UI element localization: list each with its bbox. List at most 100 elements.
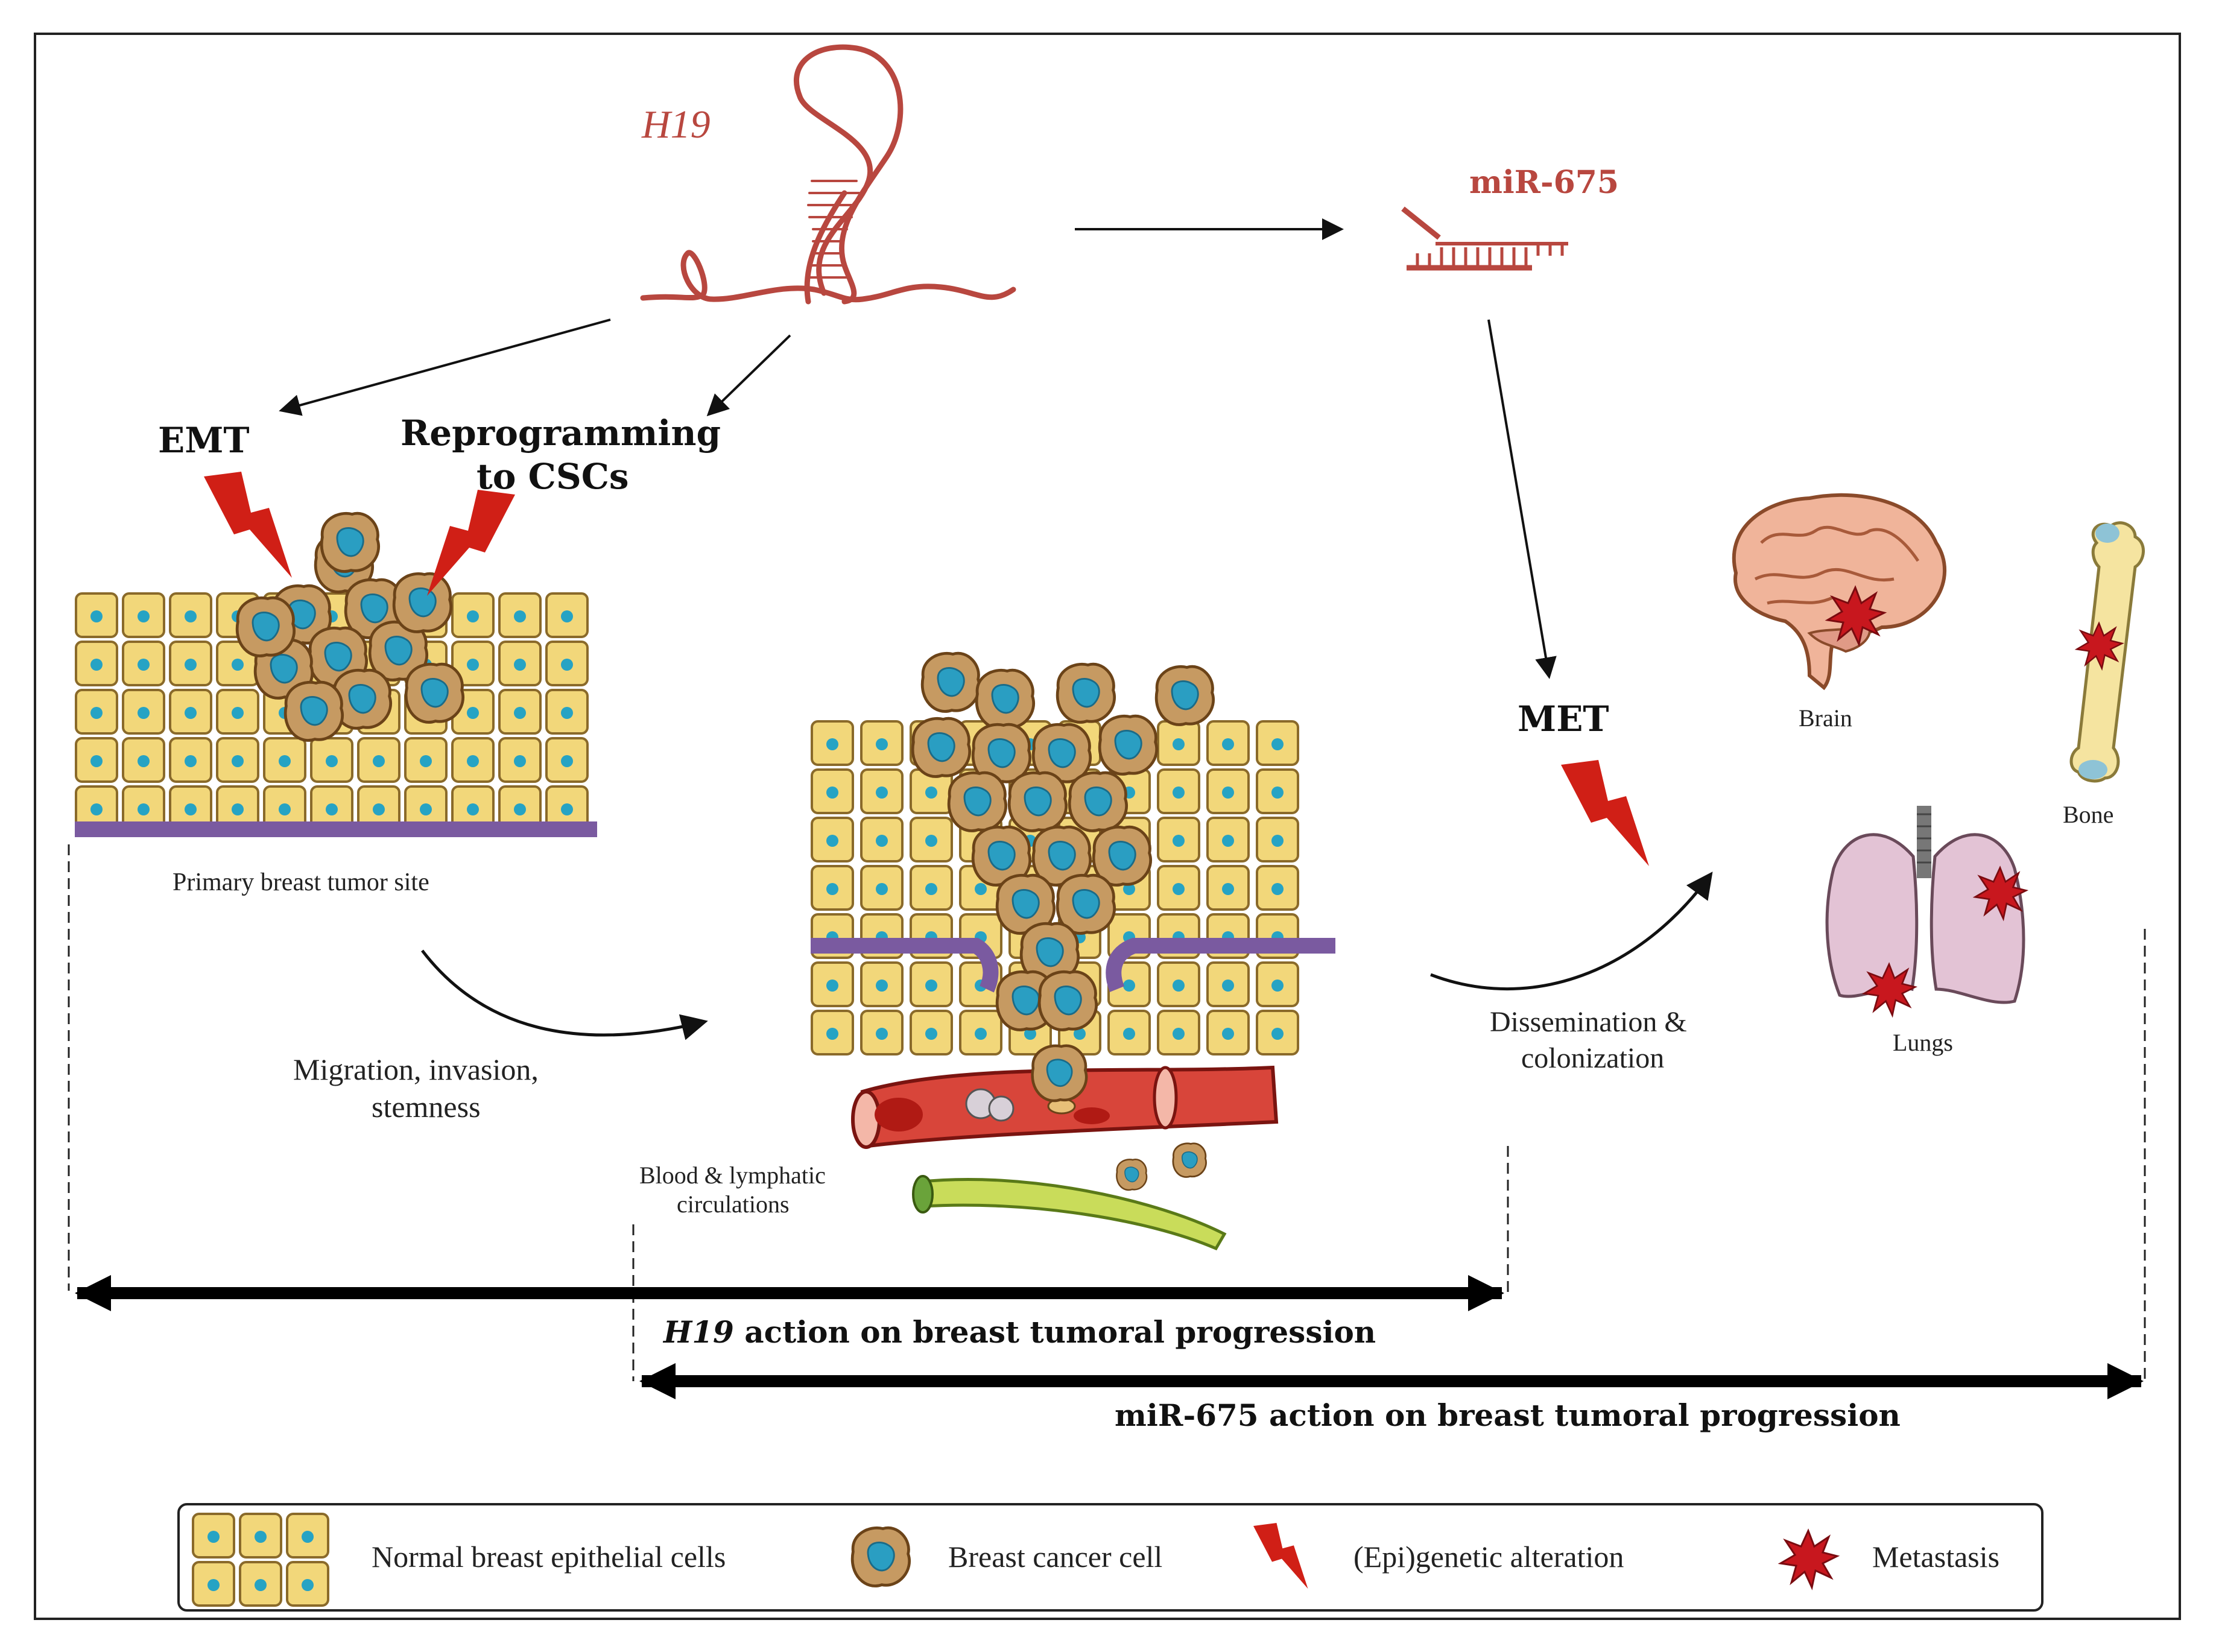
h19-to-csc-arrow bbox=[706, 334, 791, 417]
normal-cell bbox=[860, 720, 904, 766]
cancer-cell bbox=[394, 574, 451, 631]
dissem-label-2: colonization bbox=[1521, 1042, 1664, 1074]
normal-cell bbox=[811, 817, 854, 862]
met-label: MET bbox=[1518, 698, 1609, 739]
dissem-label-1: Dissemination & bbox=[1490, 1006, 1687, 1038]
normal-cell bbox=[1157, 768, 1200, 814]
normal-cell bbox=[75, 737, 118, 783]
h19-to-emt-arrow bbox=[279, 318, 611, 416]
cancer-cell bbox=[1069, 773, 1127, 831]
cancer-cell bbox=[1039, 972, 1097, 1030]
normal-cell bbox=[286, 1561, 329, 1607]
brain-icon bbox=[1732, 493, 1947, 691]
primary-tumor-tissue bbox=[75, 513, 589, 831]
emt-label: EMT bbox=[158, 420, 250, 461]
normal-cell bbox=[1256, 961, 1299, 1007]
normal-cell bbox=[1206, 817, 1250, 862]
normal-cell bbox=[959, 1010, 1002, 1055]
normal-cell bbox=[545, 689, 589, 735]
lungs-label: Lungs bbox=[1893, 1029, 1953, 1056]
normal-cell bbox=[239, 1513, 282, 1559]
normal-cell bbox=[910, 817, 953, 862]
normal-cell bbox=[263, 737, 306, 783]
normal-cell bbox=[1256, 720, 1299, 766]
legend-cancer-cell: Breast cancer cell bbox=[948, 1540, 1162, 1574]
normal-cell bbox=[1157, 817, 1200, 862]
normal-cell bbox=[910, 961, 953, 1007]
normal-cell bbox=[545, 641, 589, 686]
normal-cell bbox=[498, 641, 542, 686]
cancer-cell-icon bbox=[1033, 1046, 1087, 1101]
cancer-cell bbox=[237, 598, 294, 656]
normal-cell bbox=[1206, 961, 1250, 1007]
cancer-cell bbox=[406, 664, 463, 722]
cancer-cell bbox=[1156, 666, 1214, 724]
invasion-tissue bbox=[811, 653, 1299, 1055]
invasion-membrane bbox=[811, 938, 1335, 993]
reprog-label-2: to CSCs bbox=[476, 456, 629, 497]
normal-cell bbox=[910, 865, 953, 911]
cancer-cell-icon bbox=[1172, 1142, 1207, 1178]
lightning-icon bbox=[1561, 760, 1649, 866]
migration-label-2: stemness bbox=[372, 1090, 481, 1124]
normal-cell bbox=[860, 1010, 904, 1055]
normal-cell bbox=[1157, 961, 1200, 1007]
reprog-label-1: Reprogramming bbox=[400, 413, 721, 454]
normal-cell bbox=[216, 737, 259, 783]
figure-frame bbox=[34, 33, 2181, 1620]
rna-strand-icon bbox=[640, 44, 1016, 305]
normal-cell bbox=[239, 1561, 282, 1607]
normal-cell bbox=[498, 689, 542, 735]
normal-cell bbox=[811, 768, 854, 814]
normal-cell bbox=[404, 737, 448, 783]
lungs-icon bbox=[1825, 806, 2025, 1004]
normal-cell bbox=[860, 865, 904, 911]
normal-cell bbox=[1206, 720, 1250, 766]
normal-cell bbox=[545, 592, 589, 638]
normal-cell bbox=[169, 689, 212, 735]
mir-label: miR-675 bbox=[1469, 164, 1619, 201]
normal-cell bbox=[860, 817, 904, 862]
normal-cell bbox=[122, 592, 165, 638]
normal-cell bbox=[498, 592, 542, 638]
lightning-icon bbox=[204, 472, 292, 578]
normal-cell bbox=[811, 1010, 854, 1055]
cancer-cell bbox=[1009, 773, 1066, 831]
legend-normal-cells: Normal breast epithelial cells bbox=[372, 1540, 726, 1574]
cancer-cell-icon bbox=[1116, 1159, 1148, 1191]
bone-label: Bone bbox=[2063, 801, 2113, 828]
normal-cell bbox=[1107, 1010, 1151, 1055]
normal-cell bbox=[216, 689, 259, 735]
normal-cell bbox=[169, 592, 212, 638]
cancer-cell bbox=[1057, 664, 1115, 722]
h19-action-italic: H19 bbox=[662, 1314, 734, 1350]
normal-cell bbox=[1256, 865, 1299, 911]
normal-cell bbox=[1206, 768, 1250, 814]
normal-cell bbox=[75, 641, 118, 686]
cancer-cell bbox=[321, 513, 379, 571]
normal-cell bbox=[1157, 1010, 1200, 1055]
normal-cell bbox=[122, 737, 165, 783]
h19-label: H19 bbox=[641, 103, 711, 147]
normal-cell bbox=[169, 641, 212, 686]
normal-cell bbox=[357, 737, 400, 783]
lightning-icon bbox=[427, 490, 515, 596]
normal-cell bbox=[1206, 865, 1250, 911]
normal-cell bbox=[860, 768, 904, 814]
primary-site-label: Primary breast tumor site bbox=[173, 869, 429, 896]
primary-membrane bbox=[75, 821, 597, 837]
normal-cell bbox=[545, 737, 589, 783]
normal-cell bbox=[310, 737, 353, 783]
cancer-cell bbox=[1100, 716, 1157, 774]
normal-cell bbox=[451, 737, 495, 783]
blood-label-2: circulations bbox=[677, 1191, 790, 1218]
normal-cell bbox=[811, 720, 854, 766]
normal-cell bbox=[1206, 1010, 1250, 1055]
normal-cell bbox=[286, 1513, 329, 1559]
normal-cell bbox=[1256, 1010, 1299, 1055]
normal-cell bbox=[1157, 720, 1200, 766]
legend-metastasis: Metastasis bbox=[1872, 1540, 1999, 1574]
h19-action-rest: action on breast tumoral progression bbox=[734, 1314, 1376, 1350]
cancer-cell-icon bbox=[852, 1528, 910, 1586]
normal-cell bbox=[192, 1513, 235, 1559]
